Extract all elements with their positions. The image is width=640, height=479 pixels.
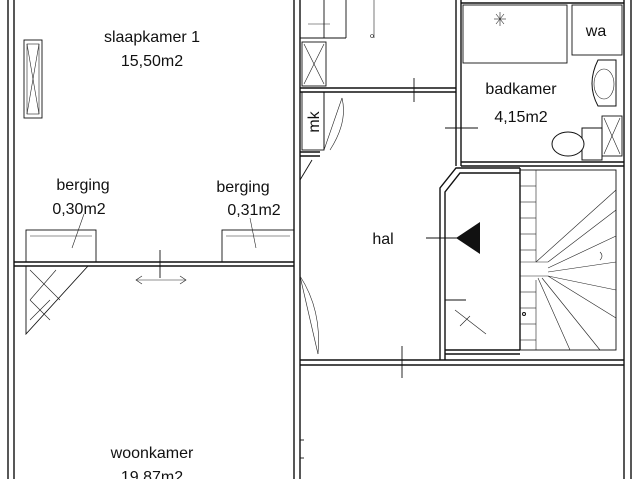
cupboard-top: [301, 41, 327, 87]
bay-window: [25, 265, 90, 336]
woonkamer-walls: [300, 439, 304, 459]
wa-box: [571, 4, 623, 56]
label-badkamer-area: 4,15m2: [494, 109, 547, 126]
hal-door-left: [299, 159, 319, 355]
entrance-arrow: [426, 222, 480, 254]
label-hal: hal: [372, 231, 393, 248]
label-woonkamer-area: 19,87m2: [121, 469, 183, 479]
hal-walls: [300, 78, 456, 157]
toilet: [551, 127, 603, 161]
label-mk: mk: [306, 110, 323, 132]
label-berging-right-name: berging: [216, 179, 269, 196]
stair-enclosure: [439, 167, 521, 360]
label-berging-right-area: 0,31m2: [227, 202, 280, 219]
label-badkamer-name: badkamer: [485, 81, 557, 98]
mk-closet: [301, 91, 344, 151]
staircase: [519, 169, 617, 351]
hal-bottom-wall: [300, 346, 624, 378]
outer-walls: [7, 0, 632, 479]
label-berging-left-name: berging: [56, 177, 109, 194]
sliding-wall: [14, 250, 294, 285]
central-wall: [293, 0, 301, 479]
room-labels: slaapkamer 1 15,50m2 badkamer 4,15m2 wa …: [52, 23, 606, 479]
top-closet: [300, 0, 375, 39]
berging-right: [221, 217, 295, 263]
window-left: [23, 39, 43, 119]
label-berging-left-area: 0,30m2: [52, 201, 105, 218]
label-slaapkamer-name: slaapkamer 1: [104, 29, 200, 46]
label-woonkamer-name: woonkamer: [110, 445, 194, 462]
sink: [591, 59, 617, 107]
label-wa: wa: [585, 23, 607, 40]
berging-left: [25, 213, 97, 263]
window-right: [601, 115, 623, 157]
badkamer-walls: [445, 0, 624, 167]
label-slaapkamer-area: 15,50m2: [121, 53, 183, 70]
shower: [462, 4, 568, 64]
